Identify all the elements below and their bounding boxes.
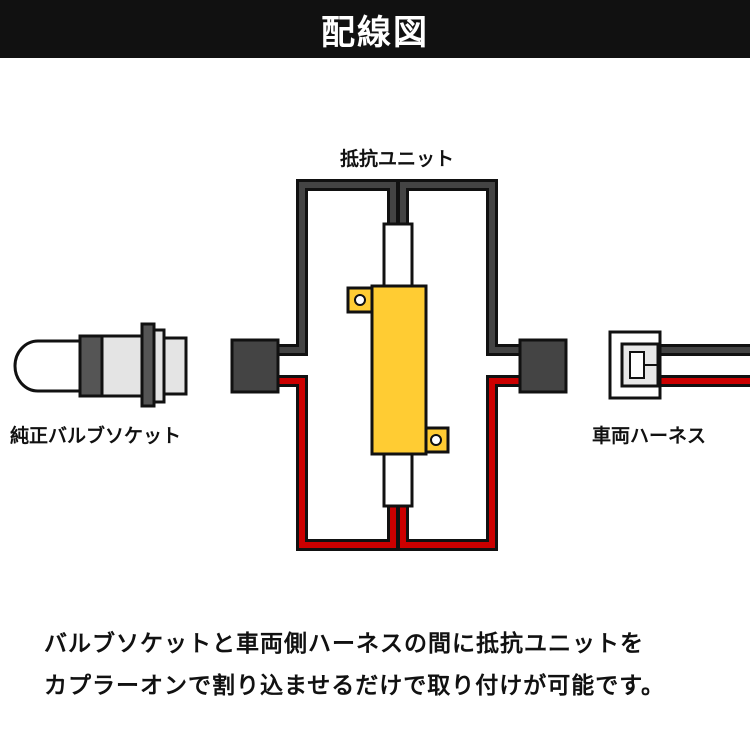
vehicle-harness-label: 車両ハーネス [592,425,707,447]
diagram-title: 配線図 [321,12,429,53]
diagram-title-bar: 配線図 [0,0,750,58]
left-connector [230,338,280,394]
resistor-unit [346,222,450,508]
bulb-socket-label: 純正バルブソケット [10,425,182,447]
right-connector [518,338,568,394]
vehicle-harness-icon [608,330,750,400]
resistor-unit-label: 抵抗ユニット [340,148,455,170]
caption-line-1: バルブソケットと車両側ハーネスの間に抵抗ユニットを [44,631,644,657]
bulb-socket-icon [13,322,188,408]
caption-line-2: カプラーオンで割り込ませるだけで取り付けが可能です。 [44,673,666,699]
wiring-diagram [13,179,750,551]
